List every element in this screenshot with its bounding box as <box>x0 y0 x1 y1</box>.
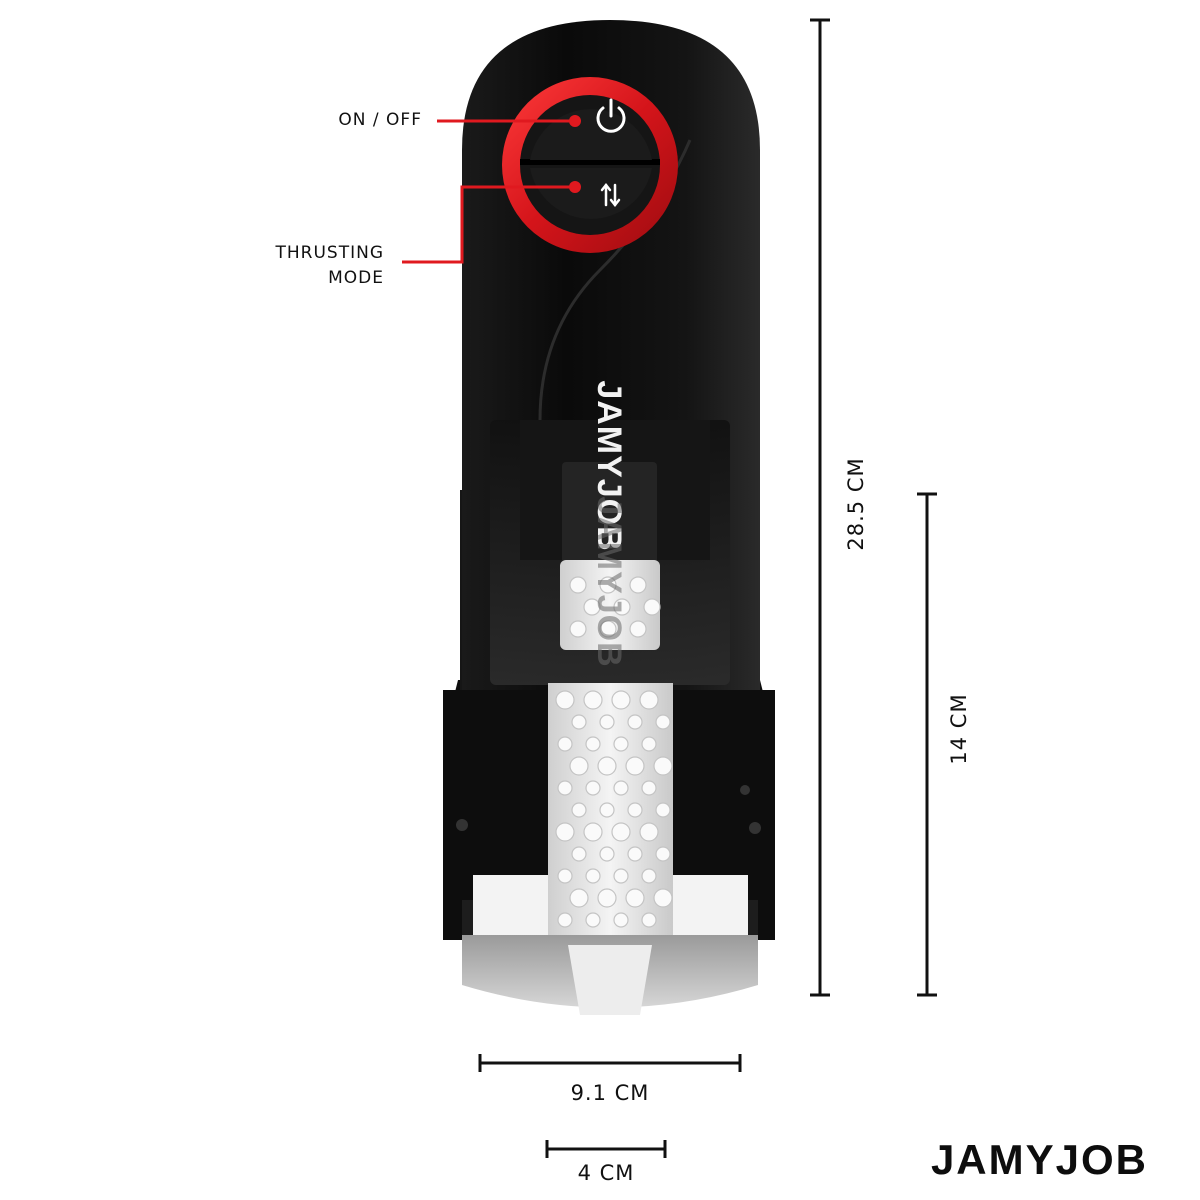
sleeve-bump <box>655 846 671 862</box>
sleeve-bump <box>613 868 629 884</box>
sleeve-bump <box>625 756 645 776</box>
sleeve-bump <box>569 620 587 638</box>
thrusting-mode-button[interactable] <box>530 168 652 219</box>
sleeve-bump <box>583 822 603 842</box>
width-label: 9.1 CM <box>570 1081 650 1105</box>
sleeve-bump <box>629 576 647 594</box>
dimension-opening <box>545 1140 667 1158</box>
sleeve-bump <box>569 576 587 594</box>
sleeve-bump <box>585 868 601 884</box>
sleeve-bump <box>583 598 601 616</box>
sleeve-bump <box>557 736 573 752</box>
dimension-width <box>478 1054 742 1072</box>
sleeve-bump <box>627 802 643 818</box>
sleeve-bump <box>557 868 573 884</box>
sleeve-bump <box>653 756 673 776</box>
sleeve-bump <box>627 846 643 862</box>
sleeve-bump <box>639 822 659 842</box>
callout-on-off-line <box>437 115 581 127</box>
sleeve-bump <box>571 846 587 862</box>
sleeve-bump <box>641 868 657 884</box>
sleeve-bump <box>599 576 617 594</box>
thrusting-label-line1: THRUSTING <box>275 243 384 263</box>
sleeve-bump <box>611 690 631 710</box>
sleeve-bump <box>599 846 615 862</box>
opening-label: 4 CM <box>577 1161 635 1185</box>
sleeve-bump <box>585 736 601 752</box>
sleeve-bump <box>639 690 659 710</box>
sleeve-bump <box>613 912 629 928</box>
sleeve-bump <box>625 888 645 908</box>
brand-logo: JAMYJOB <box>930 1136 1148 1183</box>
sleeve-bump <box>627 714 643 730</box>
sleeve-bump <box>583 690 603 710</box>
sleeve-bump <box>557 912 573 928</box>
sleeve-bump <box>641 912 657 928</box>
on-off-label: ON / OFF <box>338 110 422 130</box>
total-height-label: 28.5 CM <box>844 457 868 551</box>
dimension-total-height <box>810 18 830 997</box>
sleeve-bump <box>629 620 647 638</box>
sleeve-bump <box>557 780 573 796</box>
sleeve-height-label: 14 CM <box>947 693 971 765</box>
sleeve-bump <box>613 598 631 616</box>
sleeve-bump <box>613 736 629 752</box>
sleeve-bump <box>613 780 629 796</box>
thrusting-label-line2: MODE <box>328 268 384 288</box>
up-down-arrows-icon <box>600 182 621 208</box>
sleeve-bump <box>569 756 589 776</box>
sleeve-bump <box>655 802 671 818</box>
sleeve-bump <box>641 780 657 796</box>
sleeve-bump <box>643 598 661 616</box>
device-logo-reflection: JAMYJOB <box>590 496 628 668</box>
sleeve-bump <box>555 690 575 710</box>
sleeve-bump <box>611 822 631 842</box>
dimension-sleeve-height <box>917 492 937 997</box>
sleeve-bump <box>571 802 587 818</box>
sleeve-bump <box>571 714 587 730</box>
sleeve-bump <box>599 620 617 638</box>
power-icon <box>596 98 626 133</box>
sleeve-bump <box>569 888 589 908</box>
sleeve-bump <box>599 714 615 730</box>
callout-thrusting-line <box>402 181 581 264</box>
sleeve-bump <box>599 802 615 818</box>
sleeve-bump <box>585 780 601 796</box>
sleeve-texture <box>555 576 673 928</box>
sleeve-bump <box>653 888 673 908</box>
sleeve-bump <box>597 888 617 908</box>
sleeve-bump <box>655 714 671 730</box>
sleeve-bump <box>555 822 575 842</box>
sleeve-bump <box>641 736 657 752</box>
control-panel <box>502 77 678 253</box>
sleeve-bump <box>597 756 617 776</box>
sleeve-bump <box>585 912 601 928</box>
